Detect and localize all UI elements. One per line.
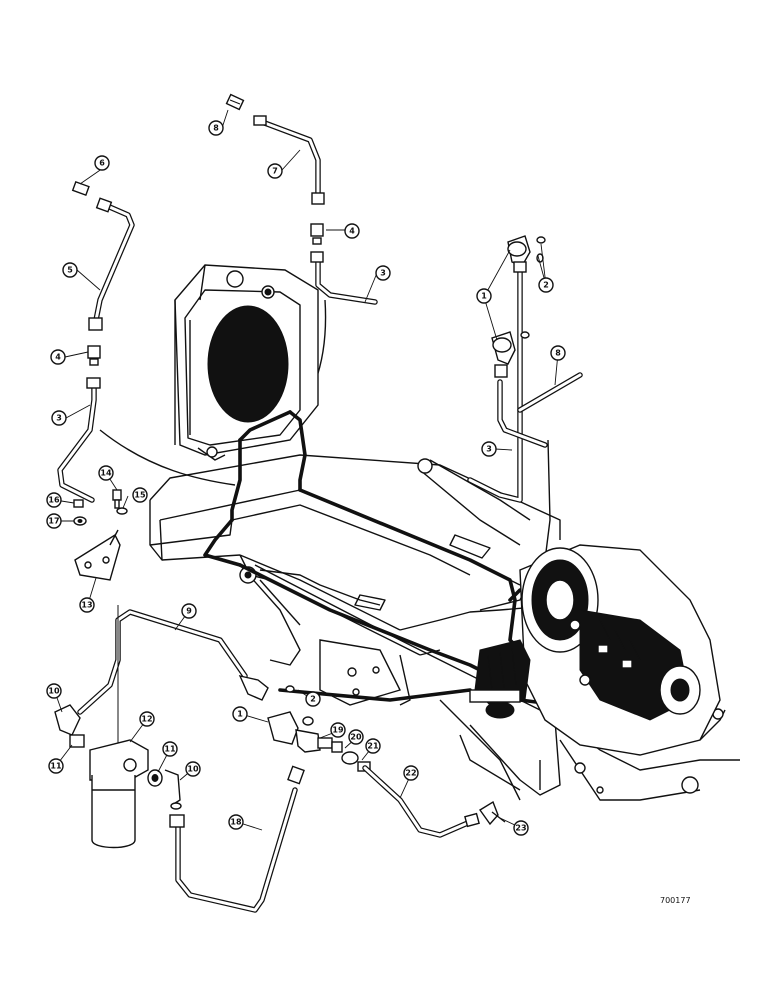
svg-text:23: 23	[515, 824, 526, 833]
svg-text:6: 6	[99, 159, 105, 168]
tube-7	[253, 115, 325, 205]
elbow-fitting-1-mid	[491, 331, 530, 378]
svg-text:4: 4	[349, 227, 355, 236]
svg-text:14: 14	[100, 469, 112, 478]
callout-5: 5	[62, 262, 78, 278]
callout-3-right: 3	[481, 441, 497, 457]
svg-text:4: 4	[55, 353, 61, 362]
callout-8-top: 8	[208, 120, 224, 136]
callout-10-right: 10	[185, 761, 201, 777]
svg-text:2: 2	[310, 695, 316, 704]
svg-text:7: 7	[272, 167, 278, 176]
bolt-16	[73, 499, 84, 508]
callout-4-left: 4	[50, 349, 66, 365]
fitting-11-right	[147, 769, 163, 787]
callout-3-top: 3	[375, 265, 391, 281]
svg-text:5: 5	[67, 266, 73, 275]
callout-10-left: 10	[46, 683, 62, 699]
callout-1-lower: 1	[232, 706, 248, 722]
callout-1-top: 1	[476, 288, 492, 304]
svg-text:17: 17	[48, 517, 59, 526]
tube-5	[88, 197, 135, 331]
tube-9	[77, 605, 248, 745]
figure-reference-code: 700177	[660, 896, 691, 905]
nut-17	[73, 516, 87, 526]
tube-3-top	[310, 251, 378, 305]
callout-19: 19	[330, 722, 346, 738]
svg-text:13: 13	[81, 601, 92, 610]
elbow-fitting-1-top	[507, 235, 546, 273]
callout-21: 21	[365, 738, 381, 754]
fitting-4-top	[310, 223, 324, 245]
washer-15	[116, 507, 128, 515]
svg-text:21: 21	[367, 742, 379, 751]
callout-16: 16	[46, 492, 62, 508]
callout-4-top: 4	[344, 223, 360, 239]
callout-6: 6	[94, 155, 110, 171]
svg-text:3: 3	[380, 269, 386, 278]
callout-12: 12	[139, 711, 155, 727]
svg-text:8: 8	[555, 349, 561, 358]
elbow-10-left	[54, 704, 81, 736]
svg-text:22: 22	[405, 769, 416, 778]
fitting-4-left	[87, 345, 101, 366]
svg-text:19: 19	[332, 726, 344, 735]
bolt-14	[112, 489, 122, 509]
tube-3-right	[467, 265, 548, 503]
svg-text:9: 9	[186, 607, 192, 616]
tube-8-right	[517, 372, 583, 413]
elbow-23	[478, 800, 506, 826]
callout-20: 20	[348, 729, 364, 745]
svg-text:1: 1	[481, 292, 487, 301]
svg-text:12: 12	[141, 715, 152, 724]
svg-text:3: 3	[56, 414, 62, 423]
chassis-frame	[99, 299, 740, 801]
callout-8-right: 8	[550, 345, 566, 361]
fitting-6	[71, 180, 90, 196]
transmission-pump-assembly	[519, 544, 721, 756]
callout-13: 13	[79, 597, 95, 613]
svg-text:2: 2	[543, 281, 549, 290]
radiator-oil-cooler	[174, 264, 319, 461]
svg-text:11: 11	[164, 745, 176, 754]
callout-14: 14	[98, 465, 114, 481]
svg-text:8: 8	[213, 124, 219, 133]
callout-23: 23	[513, 820, 529, 836]
svg-text:10: 10	[48, 687, 60, 696]
svg-text:3: 3	[486, 445, 492, 454]
elbow-10-right	[164, 769, 182, 810]
callout-18: 18	[228, 814, 244, 830]
control-valve	[469, 639, 531, 719]
callout-11-left: 11	[48, 758, 64, 774]
svg-text:11: 11	[50, 762, 62, 771]
callout-15: 15	[132, 487, 148, 503]
callout-17: 17	[46, 513, 62, 529]
callout-9: 9	[181, 603, 197, 619]
tube-22	[362, 765, 480, 838]
callout-7: 7	[267, 163, 283, 179]
oil-filter-12	[89, 739, 149, 849]
callout-3-left: 3	[51, 410, 67, 426]
svg-text:20: 20	[350, 733, 362, 742]
svg-text:10: 10	[187, 765, 199, 774]
fitting-11-left	[69, 734, 85, 748]
bracket-13	[74, 529, 121, 581]
callout-2-lower: 2	[305, 691, 321, 707]
svg-text:18: 18	[230, 818, 242, 827]
svg-text:15: 15	[134, 491, 146, 500]
fitting-8-top	[225, 93, 245, 111]
svg-text:16: 16	[48, 496, 60, 505]
tube-3-left	[57, 377, 101, 503]
tee-19	[295, 729, 333, 753]
callout-11-right: 11	[162, 741, 178, 757]
svg-text:1: 1	[237, 710, 243, 719]
callout-22: 22	[403, 765, 419, 781]
fitting-9-end	[238, 675, 295, 701]
tube-18	[169, 765, 305, 913]
elbow-1-lower	[267, 711, 314, 745]
callout-2-top: 2	[538, 277, 554, 293]
